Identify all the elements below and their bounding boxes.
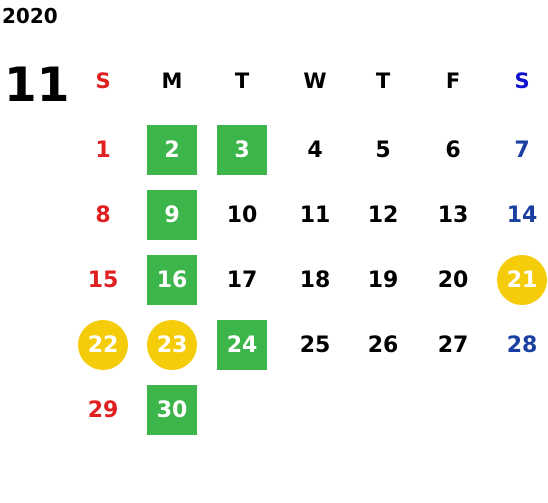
month-number: 11 — [4, 58, 70, 113]
day-cell-27: 27 — [437, 332, 469, 358]
day-cell-10: 10 — [226, 202, 258, 228]
day-cell-4: 4 — [307, 137, 323, 163]
day-cell-26: 26 — [367, 332, 399, 358]
day-cell-23: 23 — [147, 320, 197, 370]
day-cell-7: 7 — [514, 137, 530, 163]
day-cell-29: 29 — [87, 397, 119, 423]
day-cell-21: 21 — [497, 255, 547, 305]
weekday-header-sat: S — [514, 69, 530, 93]
day-cell-17: 17 — [226, 267, 258, 293]
day-cell-22: 22 — [78, 320, 128, 370]
day-cell-14: 14 — [506, 202, 538, 228]
year-label: 2020 — [2, 4, 58, 28]
day-cell-20: 20 — [437, 267, 469, 293]
day-cell-6: 6 — [445, 137, 461, 163]
weekday-header-sun: S — [95, 69, 111, 93]
day-cell-3: 3 — [217, 125, 267, 175]
day-cell-2: 2 — [147, 125, 197, 175]
day-cell-11: 11 — [299, 202, 331, 228]
day-cell-19: 19 — [367, 267, 399, 293]
weekday-header-fri: F — [445, 69, 461, 93]
day-cell-9: 9 — [147, 190, 197, 240]
day-cell-25: 25 — [299, 332, 331, 358]
weekday-header-thu: T — [375, 69, 391, 93]
day-cell-16: 16 — [147, 255, 197, 305]
day-cell-12: 12 — [367, 202, 399, 228]
day-cell-1: 1 — [95, 137, 111, 163]
day-cell-30: 30 — [147, 385, 197, 435]
day-cell-5: 5 — [375, 137, 391, 163]
weekday-header-tue: T — [234, 69, 250, 93]
weekday-header-mon: M — [161, 69, 183, 93]
day-cell-28: 28 — [506, 332, 538, 358]
weekday-header-wed: W — [303, 69, 327, 93]
day-cell-15: 15 — [87, 267, 119, 293]
day-cell-13: 13 — [437, 202, 469, 228]
day-cell-24: 24 — [217, 320, 267, 370]
day-cell-8: 8 — [95, 202, 111, 228]
day-cell-18: 18 — [299, 267, 331, 293]
